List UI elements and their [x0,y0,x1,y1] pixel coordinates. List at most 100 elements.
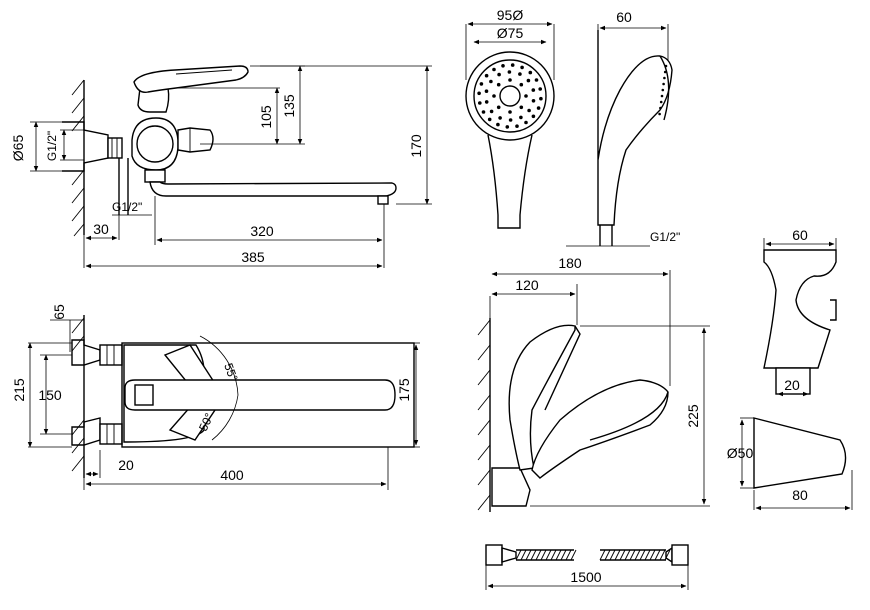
shower-holder-assembly: 180 120 225 [477,255,710,512]
side-holes [658,64,668,116]
hose-winding [614,549,621,561]
spray-hole [508,110,512,114]
angle-55-label: 55° [221,361,240,383]
holder-profile [763,249,837,369]
side-hole [659,100,663,104]
dim-400-label: 400 [220,467,244,483]
bracket-detail: Ø50 80 [727,417,853,511]
spray-hole [515,124,519,128]
wall-hatch [477,319,491,511]
hose-winding [629,549,636,561]
dim-105-label: 105 [258,105,274,129]
hose-winding [530,549,537,561]
spray-hole [478,101,482,105]
hose-nut-left [485,544,503,566]
spray-hole [492,94,496,98]
spray-hole [479,82,484,86]
head-outer-ring [465,51,555,141]
escutcheon [62,121,109,172]
spray-hole [519,105,524,110]
head-up [508,324,576,471]
spray-hole [492,67,496,72]
hose-winding [624,549,631,561]
lever-handle[interactable] [133,65,249,93]
hose-winding [649,549,656,561]
spray-hole [507,70,512,74]
spray-hole [484,89,489,93]
dim-95-label: 95Ø [497,7,524,23]
dim-bracket-50-label: Ø50 [727,445,754,461]
bracket-body [753,417,847,489]
spray-hole [538,87,542,91]
dim-65-top-label: 65 [51,304,67,320]
hose-winding [619,549,626,561]
side-hole [658,112,661,116]
handle [487,134,533,229]
wall-hatch [71,317,85,472]
spray-hole [510,63,515,67]
spray-hole [531,114,536,119]
shower-head-front: 95Ø Ø75 [465,7,555,229]
wall-hatch [71,79,85,237]
spray-hole [526,78,531,83]
hose-nut-right [671,544,689,566]
spray-hole [489,79,493,84]
diverter-knob[interactable] [177,127,214,153]
dim-385-label: 385 [241,249,265,265]
hose-left-segment [515,549,577,561]
dim-135-label: 135 [281,94,297,118]
spray-hole [539,96,543,101]
side-hole [663,70,667,74]
side-hole [662,82,665,86]
spray-hole [496,105,501,110]
hose-right-segment [599,549,671,561]
dim-holder-20-label: 20 [784,377,800,393]
hose-winding [654,549,661,561]
dim-60-side-label: 60 [616,9,632,25]
dim-20-label: 20 [118,457,134,473]
side-hole [663,76,666,80]
spray-hole [528,70,533,75]
hose-winding [520,549,527,561]
spout-aerator [377,195,389,205]
hose-winding [515,549,522,561]
dim-150-label: 150 [38,387,62,403]
cartridge-body [137,87,170,113]
spray-hole [518,72,522,76]
wall-holder-detail: 60 20 [763,227,837,397]
spray-hole [524,94,528,98]
spray-hole [487,117,492,122]
spray-hole [519,82,524,87]
upper-nut [99,344,123,366]
dim-holder-60-label: 60 [792,227,808,243]
dim-g12-upper-label: G1/2" [45,131,59,161]
spray-hole [484,100,489,104]
spray-hole [531,99,536,103]
hose-winding [634,549,641,561]
spray-hole [498,116,502,120]
spray-hole [524,120,528,125]
dim-170-label: 170 [408,134,424,158]
mixer-top-view: 55° 50° 65 215 150 175 20 400 [11,304,420,490]
spray-hole [508,78,512,82]
spout [149,181,397,197]
hose-winding [535,549,542,561]
spray-hole [505,125,510,129]
spray-hole [508,118,513,122]
dim-215-label: 215 [11,378,27,402]
spray-hole [497,72,501,77]
spray-hole [536,106,541,110]
dim-g12-lower-label: G1/2" [112,200,142,214]
spray-hole [534,78,539,82]
spray-hole [496,82,501,87]
side-hole [659,106,662,110]
spray-hole [501,64,505,68]
upper-escutcheon [71,339,101,366]
spray-hole [481,110,486,114]
spray-hole [484,73,489,78]
mixer-front-view: Ø65 G1/2" G1/2" 105 135 170 30 320 385 [10,65,432,269]
hose-winding [545,549,552,561]
hose-winding [599,549,606,561]
top-spout [124,379,396,411]
